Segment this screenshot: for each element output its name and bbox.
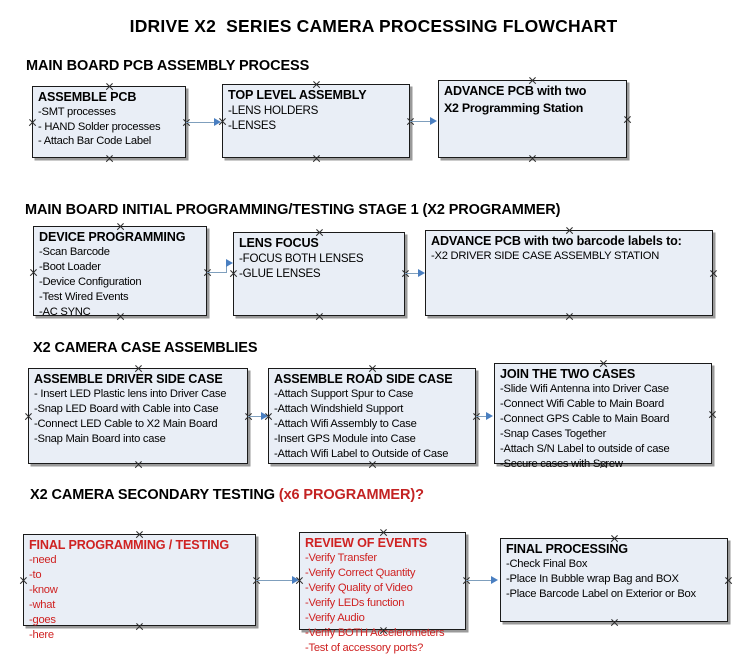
node-assemble-road-side-case[interactable]: ASSEMBLE ROAD SIDE CASE -Attach Support … [268, 368, 476, 464]
node-line: -LENSES [228, 119, 276, 133]
arrowhead-icon [214, 117, 221, 126]
node-advance-pcb-x2-programming-station[interactable]: ADVANCE PCB with two X2 Programming Stat… [438, 80, 627, 158]
node-line: -Test Wired Events [39, 291, 129, 304]
node-title: ASSEMBLE ROAD SIDE CASE [274, 372, 453, 386]
connector-arrow-segment[interactable] [226, 263, 227, 273]
node-line: -to [29, 569, 42, 582]
node-line: -here [29, 628, 54, 641]
node-line: -Snap LED Board with Cable into Case [34, 403, 219, 416]
arrowhead-icon [261, 411, 268, 420]
node-assemble-driver-side-case[interactable]: ASSEMBLE DRIVER SIDE CASE - Insert LED P… [28, 368, 248, 464]
node-final-programming-testing[interactable]: FINAL PROGRAMMING / TESTING -need -to -k… [23, 534, 256, 641]
node-title: DEVICE PROGRAMMING [39, 230, 186, 244]
connector-arrow[interactable] [256, 580, 296, 581]
connector-arrow[interactable] [410, 121, 432, 122]
node-line: -Verify Audio [305, 611, 365, 624]
section-header-red-note: (x6 PROGRAMMER)? [278, 487, 424, 503]
connector-arrow[interactable] [405, 273, 420, 274]
node-title: TOP LEVEL ASSEMBLY [228, 88, 367, 102]
node-assemble-pcb[interactable]: ASSEMBLE PCB -SMT processes - HAND Solde… [32, 86, 186, 158]
connector-arrow[interactable] [466, 580, 495, 581]
arrowhead-icon [226, 258, 233, 267]
node-line: - Insert LED Plastic lens into Driver Ca… [34, 388, 227, 401]
arrowhead-icon [486, 411, 493, 420]
node-line: -AC SYNC [39, 305, 91, 318]
node-title: REVIEW OF EVENTS [305, 536, 428, 550]
node-line: X2 Programming Station [444, 101, 584, 116]
node-line: -FOCUS BOTH LENSES [239, 252, 364, 266]
connector-arrow[interactable] [248, 416, 263, 417]
node-line: -Verify BOTH Accelerometers [305, 626, 445, 639]
node-line: -Snap Cases Together [500, 428, 607, 441]
section-header-text: X2 CAMERA SECONDARY TESTING [30, 487, 279, 503]
node-line: -Device Configuration [39, 276, 142, 289]
node-line: -Attach Windshield Support [274, 403, 404, 416]
node-line: -Connect GPS Cable to Main Board [500, 413, 670, 426]
arrowhead-icon [292, 575, 299, 584]
node-lens-focus[interactable]: LENS FOCUS -FOCUS BOTH LENSES -GLUE LENS… [233, 232, 405, 316]
node-line: -Attach Wifi Assembly to Case [274, 418, 417, 431]
node-line: -Place Barcode Label on Exterior or Box [506, 588, 696, 601]
node-final-processing[interactable]: FINAL PROCESSING -Check Final Box -Place… [500, 538, 728, 622]
node-line: -know [29, 584, 58, 597]
node-line: -Boot Loader [39, 261, 101, 274]
node-line: -goes [29, 613, 56, 626]
node-line: -Attach Wifi Label to Outside of Case [274, 447, 449, 460]
node-line: -LENS HOLDERS [228, 104, 319, 118]
node-line: - HAND Solder processes [38, 120, 161, 133]
node-title: FINAL PROCESSING [506, 542, 628, 556]
node-title: ADVANCE PCB with two barcode labels to: [431, 234, 682, 248]
node-line: -Connect LED Cable to X2 Main Board [34, 418, 218, 431]
section-header-x2-camera-case-assemblies: X2 CAMERA CASE ASSEMBLIES [33, 340, 258, 356]
node-title: LENS FOCUS [239, 236, 319, 250]
node-review-of-events[interactable]: REVIEW OF EVENTS -Verify Transfer -Verif… [299, 532, 466, 654]
connector-arrow[interactable] [476, 416, 490, 417]
node-line: -Snap Main Board into case [34, 433, 166, 446]
node-line: -Attach Support Spur to Case [274, 388, 414, 401]
node-title: JOIN THE TWO CASES [500, 367, 636, 381]
arrowhead-icon [430, 116, 437, 125]
node-line-overflow: -Test of accessory ports? [305, 641, 424, 654]
node-line: -Connect Wifi Cable to Main Board [500, 398, 664, 411]
node-line: -Verify LEDs function [305, 597, 405, 610]
node-device-programming[interactable]: DEVICE PROGRAMMING -Scan Barcode -Boot L… [33, 226, 207, 318]
node-line: -what [29, 599, 56, 612]
node-title: ADVANCE PCB with two [444, 84, 587, 98]
node-title: ASSEMBLE PCB [38, 90, 137, 104]
section-header-x2-camera-secondary-testing: X2 CAMERA SECONDARY TESTING (x6 PROGRAMM… [30, 487, 424, 503]
page-title: IDRIVE X2 SERIES CAMERA PROCESSING FLOWC… [129, 16, 618, 36]
node-line: -Verify Transfer [305, 552, 377, 565]
node-line: -Verify Correct Quantity [305, 567, 416, 580]
node-line: -Check Final Box [506, 558, 588, 571]
connector-arrow[interactable] [207, 272, 227, 273]
section-header-main-board-initial-programming: MAIN BOARD INITIAL PROGRAMMING/TESTING S… [25, 202, 561, 218]
node-line: -Slide Wifi Antenna into Driver Case [500, 383, 669, 396]
node-line: -Verify Quality of Video [305, 582, 413, 595]
node-advance-pcb-driver-side-case[interactable]: ADVANCE PCB with two barcode labels to: … [425, 230, 713, 316]
arrowhead-icon [491, 575, 498, 584]
node-line: -Insert GPS Module into Case [274, 433, 416, 446]
node-top-level-assembly[interactable]: TOP LEVEL ASSEMBLY -LENS HOLDERS -LENSES [222, 84, 410, 158]
node-join-the-two-cases[interactable]: JOIN THE TWO CASES -Slide Wifi Antenna i… [494, 363, 712, 470]
connector-arrow[interactable] [186, 122, 216, 123]
node-line: -SMT processes [38, 106, 116, 119]
node-line: -need [29, 554, 57, 567]
node-line: -Secure cases with Screw [500, 457, 623, 470]
node-line: -X2 DRIVER SIDE CASE ASSEMBLY STATION [431, 250, 660, 263]
section-header-main-board-pcb-assembly: MAIN BOARD PCB ASSEMBLY PROCESS [26, 58, 310, 74]
node-line: -GLUE LENSES [239, 267, 321, 281]
node-line: - Attach Bar Code Label [38, 135, 152, 148]
node-line: -Scan Barcode [39, 246, 110, 259]
node-title: ASSEMBLE DRIVER SIDE CASE [34, 372, 223, 386]
node-title: FINAL PROGRAMMING / TESTING [29, 538, 230, 552]
node-line: -Place In Bubble wrap Bag and BOX [506, 573, 679, 586]
node-line: -Attach S/N Label to outside of case [500, 442, 670, 455]
arrowhead-icon [418, 268, 425, 277]
